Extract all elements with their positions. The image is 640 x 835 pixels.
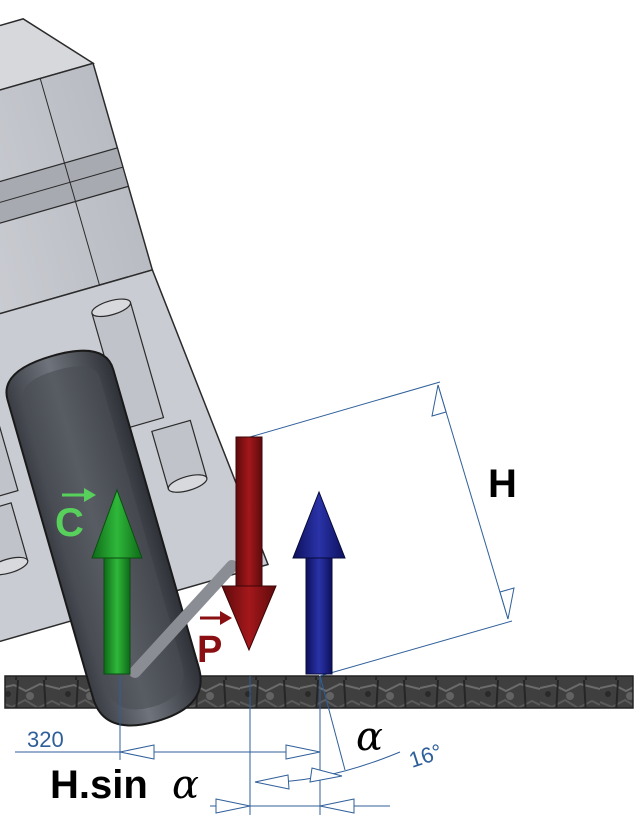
force-p-arrow-icon [221,436,277,652]
offset-angle-symbol: α [172,762,199,808]
dimension-h [249,381,515,677]
force-c-text: C [55,501,84,545]
force-p-text: P [197,629,222,671]
offset-label: H.sin [50,763,148,807]
height-label: H [488,462,517,506]
angle-value: 16° [406,739,445,773]
force-c-arrow-icon [91,488,143,675]
angle-symbol: α [356,714,383,760]
force-n-arrow-icon [292,490,346,675]
support-strut [129,560,238,678]
dimension-value: 320 [27,727,64,752]
force-c-label: C [55,488,96,545]
force-p-label: P [197,611,232,671]
dimension-bottom [15,436,401,815]
